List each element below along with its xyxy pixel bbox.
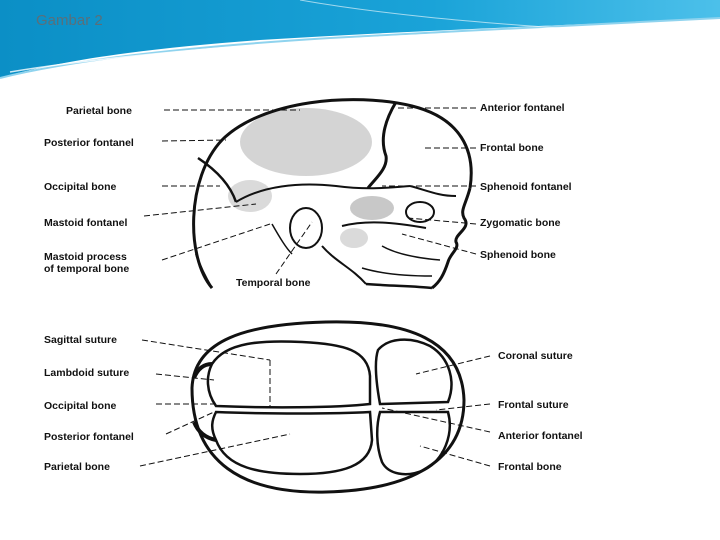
- label-sphenoid-fontanel: Sphenoid fontanel: [480, 181, 572, 193]
- skull-figure: Parietal bone Posterior fontanel Occipit…: [36, 78, 618, 498]
- label-frontal-suture: Frontal suture: [498, 399, 569, 411]
- label-frontal-bone-top: Frontal bone: [498, 461, 562, 473]
- label-parietal-bone-top: Parietal bone: [44, 461, 110, 473]
- label-zygomatic-bone: Zygomatic bone: [480, 217, 561, 229]
- label-mastoid-fontanel: Mastoid fontanel: [44, 217, 127, 229]
- bone-shading: [228, 108, 394, 248]
- label-frontal-bone: Frontal bone: [480, 142, 544, 154]
- header-wave-banner: [0, 0, 720, 80]
- label-of-temporal-bone: of temporal bone: [44, 263, 129, 275]
- label-sagittal-suture: Sagittal suture: [44, 334, 117, 346]
- label-posterior-fontanel-top: Posterior fontanel: [44, 431, 134, 443]
- slide-title: Gambar 2: [36, 12, 103, 29]
- label-temporal-bone: Temporal bone: [236, 277, 311, 289]
- label-occipital-bone-top: Occipital bone: [44, 400, 117, 412]
- label-posterior-fontanel: Posterior fontanel: [44, 137, 134, 149]
- label-parietal-bone: Parietal bone: [66, 105, 132, 117]
- label-anterior-fontanel-top: Anterior fontanel: [498, 430, 583, 442]
- label-mastoid-process: Mastoid process: [44, 251, 127, 263]
- label-sphenoid-bone: Sphenoid bone: [480, 249, 556, 261]
- top-skull-drawing: [192, 322, 464, 492]
- label-coronal-suture: Coronal suture: [498, 350, 573, 362]
- label-occipital-bone: Occipital bone: [44, 181, 117, 193]
- label-anterior-fontanel: Anterior fontanel: [480, 102, 565, 114]
- label-lambdoid-suture: Lambdoid suture: [44, 367, 129, 379]
